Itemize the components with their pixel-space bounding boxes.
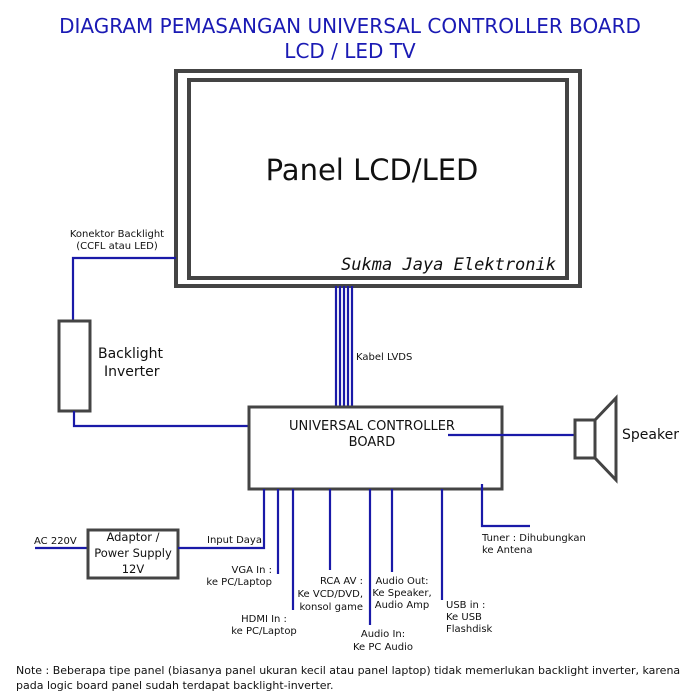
diagram-title-line-2: LCD / LED TV <box>284 39 416 63</box>
speaker-magnet <box>573 418 597 460</box>
lvds-cable <box>334 286 354 414</box>
ac-label: AC 220V <box>34 536 77 547</box>
adaptor-label-line-1: Adaptor / <box>106 530 159 544</box>
audio-out-label-line-3: Audio Amp <box>375 600 430 611</box>
rca-label-line-1: RCA AV : <box>320 576 363 587</box>
vga-label-line-1: VGA In : <box>232 565 272 576</box>
vga-label-line-2: ke PC/Laptop <box>206 577 272 588</box>
backlight-connector-label-line-2: (CCFL atau LED) <box>76 241 158 252</box>
board-label-line-1: UNIVERSAL CONTROLLER <box>289 419 455 434</box>
backlight-connector-wire <box>71 256 176 321</box>
usb-label-line-2: Ke USB <box>446 612 482 623</box>
tuner-label-line-2: ke Antena <box>482 545 532 556</box>
adaptor-label-line-3: 12V <box>122 562 145 576</box>
inverter-to-board-wire <box>72 411 265 428</box>
note-line-1: Note : Beberapa tipe panel (biasanya pan… <box>16 664 680 677</box>
hdmi-label-line-2: ke PC/Laptop <box>231 626 297 637</box>
power-input-wire <box>178 489 266 550</box>
adaptor-box <box>86 528 180 580</box>
backlight-connector-label-line-1: Konektor Backlight <box>70 229 164 240</box>
controller-board-box <box>247 405 504 491</box>
hdmi-label-line-1: HDMI In : <box>241 614 287 625</box>
note-line-2: pada logic board panel sudah terdapat ba… <box>16 679 334 692</box>
panel-label: Panel LCD/LED <box>266 153 479 187</box>
rca-label-line-2: Ke VCD/DVD, <box>297 589 363 600</box>
usb-label-line-1: USB in : <box>446 600 485 611</box>
usb-label-line-3: Flashdisk <box>446 624 493 635</box>
inverter-label-line-2: Inverter <box>104 364 160 380</box>
backlight-inverter-box <box>57 319 92 413</box>
board-label-line-2: BOARD <box>349 435 396 450</box>
audio-in-label-line-1: Audio In: <box>361 629 405 640</box>
adaptor-label-line-2: Power Supply <box>94 546 172 560</box>
speaker-label: Speaker <box>622 427 679 443</box>
audio-in-label-line-2: Ke PC Audio <box>353 642 413 653</box>
inverter-label-line-1: Backlight <box>98 346 164 362</box>
diagram-title-line-1: DIAGRAM PEMASANGAN UNIVERSAL CONTROLLER … <box>59 14 641 38</box>
rca-label-line-3: konsol game <box>299 602 363 613</box>
tuner-label-line-1: Tuner : Dihubungkan <box>481 533 586 544</box>
speaker-icon <box>593 394 618 484</box>
panel-brand: Sukma Jaya Elektronik <box>341 255 556 275</box>
lvds-label: Kabel LVDS <box>356 352 412 363</box>
input-daya-label: Input Daya <box>207 535 262 546</box>
panel-inner-frame <box>187 78 569 280</box>
audio-out-label-line-1: Audio Out: <box>375 576 428 587</box>
tuner-wire <box>480 484 530 528</box>
audio-out-label-line-2: Ke Speaker, <box>372 588 431 599</box>
